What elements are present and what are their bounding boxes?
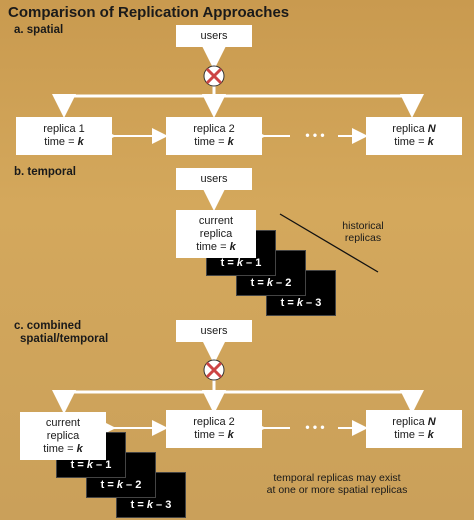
- hist-suffix: – 3: [302, 297, 322, 309]
- time-label: time = k: [394, 136, 433, 149]
- hist-label: t = k – 1: [207, 257, 275, 269]
- historical-line-1: historical: [342, 220, 384, 232]
- time-label: time = k: [43, 443, 82, 456]
- hist-prefix: t =: [280, 297, 297, 309]
- hist-suffix: – 1: [92, 459, 112, 471]
- section-label-combined: c. combined spatial/temporal: [14, 320, 108, 346]
- hist-suffix: – 3: [152, 499, 172, 511]
- time-label: time = k: [394, 429, 433, 442]
- hist-label: t = k – 1: [57, 459, 125, 471]
- hist-label: t = k – 2: [237, 277, 305, 289]
- time-prefix: time =: [394, 136, 428, 148]
- switch-icon: [203, 65, 225, 87]
- hist-var: k: [296, 297, 303, 309]
- hist-var: k: [116, 479, 123, 491]
- time-var: k: [229, 240, 236, 253]
- current-replica-box: current replica time = k: [176, 210, 256, 258]
- replica-label: replica N: [392, 123, 435, 136]
- replica-label: replica N: [392, 416, 435, 429]
- time-label: time = k: [196, 241, 235, 254]
- time-var: k: [77, 136, 84, 148]
- section-line-1: c. combined: [14, 320, 82, 332]
- hist-prefix: t =: [70, 459, 87, 471]
- replica-label: replica 2: [193, 123, 235, 135]
- hist-suffix: – 1: [242, 257, 262, 269]
- hist-var: k: [86, 459, 93, 471]
- diagram-title: Comparison of Replication Approaches: [8, 4, 290, 21]
- time-prefix: time =: [196, 240, 230, 253]
- hist-prefix: t =: [100, 479, 117, 491]
- time-var: k: [427, 429, 434, 441]
- time-prefix: time =: [194, 136, 228, 148]
- hist-var: k: [266, 277, 273, 289]
- replica-label: replica 2: [193, 416, 235, 428]
- time-prefix: time =: [394, 429, 428, 441]
- users-label: users: [200, 324, 228, 337]
- temporal-note-line-2: at one or more spatial replicas: [266, 484, 408, 496]
- replica-n-box: replica N time = k: [366, 410, 462, 448]
- time-var: k: [227, 136, 234, 148]
- time-label: time = k: [194, 429, 233, 442]
- section-label-temporal: b. temporal: [14, 166, 76, 178]
- replica-var: N: [427, 123, 436, 135]
- hist-label: t = k – 2: [87, 479, 155, 491]
- hist-var: k: [236, 257, 243, 269]
- hist-prefix: t =: [250, 277, 267, 289]
- temporal-note-line-1: temporal replicas may exist: [273, 472, 401, 484]
- replica-1-box: replica 1 time = k: [16, 117, 112, 155]
- hist-label: t = k – 3: [117, 499, 185, 511]
- ellipsis-dots: • • •: [305, 128, 325, 142]
- replica-label: replica: [199, 227, 233, 240]
- time-label: time = k: [194, 136, 233, 149]
- users-box: users: [176, 320, 252, 342]
- time-label: time = k: [44, 136, 83, 149]
- time-var: k: [427, 136, 434, 148]
- hist-prefix: t =: [220, 257, 237, 269]
- temporal-note: temporal replicas may exist at one or mo…: [212, 472, 462, 496]
- time-var: k: [76, 442, 83, 455]
- users-box: users: [176, 168, 252, 190]
- hist-label: t = k – 3: [267, 297, 335, 309]
- hist-suffix: – 2: [272, 277, 292, 289]
- users-label: users: [200, 172, 228, 185]
- section-line-2: spatial/temporal: [20, 333, 109, 345]
- replica-n-box: replica N time = k: [366, 117, 462, 155]
- switch-icon: [203, 359, 225, 381]
- current-label: current: [45, 416, 81, 429]
- replica-2-box: replica 2 time = k: [166, 410, 262, 448]
- replica-prefix: replica: [392, 123, 428, 135]
- current-replica-box: current replica time = k: [20, 412, 106, 460]
- time-prefix: time =: [194, 429, 228, 441]
- current-label: current: [198, 214, 234, 227]
- replica-var: N: [427, 416, 436, 428]
- hist-prefix: t =: [130, 499, 147, 511]
- users-label: users: [200, 29, 228, 42]
- replica-2-box: replica 2 time = k: [166, 117, 262, 155]
- historical-line-2: replicas: [344, 232, 382, 244]
- section-label-spatial: a. spatial: [14, 24, 64, 36]
- ellipsis-dots: • • •: [305, 420, 325, 434]
- replica-label: replica 1: [43, 123, 85, 135]
- time-prefix: time =: [44, 136, 78, 148]
- historical-replicas-label: historical replicas: [318, 220, 408, 244]
- hist-suffix: – 2: [122, 479, 142, 491]
- replica-prefix: replica: [392, 416, 428, 428]
- time-var: k: [227, 429, 234, 441]
- replica-label: replica: [46, 429, 80, 442]
- hist-var: k: [146, 499, 153, 511]
- time-prefix: time =: [43, 442, 77, 455]
- users-box: users: [176, 25, 252, 47]
